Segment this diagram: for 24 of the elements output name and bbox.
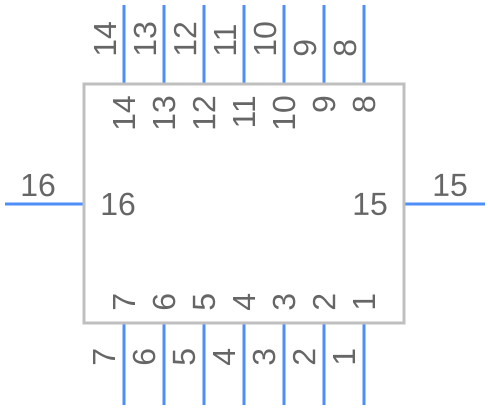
pin-number: 8 (352, 96, 376, 112)
pin-number: 16 (22, 174, 54, 196)
pin-number: 10 (254, 22, 276, 54)
pin-number: 9 (312, 96, 336, 112)
pin-number: 11 (214, 25, 236, 54)
pin-number: 2 (312, 294, 336, 310)
pin-number: 11 (233, 96, 256, 126)
pin-number: 13 (152, 96, 176, 128)
pin-number: 5 (192, 294, 216, 310)
pin-number: 15 (354, 192, 386, 216)
ic-body-box (82, 82, 406, 324)
pin-number: 16 (102, 192, 134, 216)
pin-number: 6 (152, 294, 176, 310)
pin-number: 14 (94, 22, 116, 54)
pin-number: 12 (174, 22, 196, 54)
pin-number: 10 (272, 96, 296, 128)
pin-number: 3 (272, 294, 296, 310)
pin-number: 14 (113, 96, 136, 128)
pin-number: 1 (353, 294, 376, 308)
pin-number: 4 (233, 294, 256, 310)
pin-number: 7 (113, 294, 136, 310)
pin-number: 13 (134, 22, 156, 54)
pin-number: 12 (192, 96, 216, 128)
pin-number: 15 (434, 174, 466, 196)
